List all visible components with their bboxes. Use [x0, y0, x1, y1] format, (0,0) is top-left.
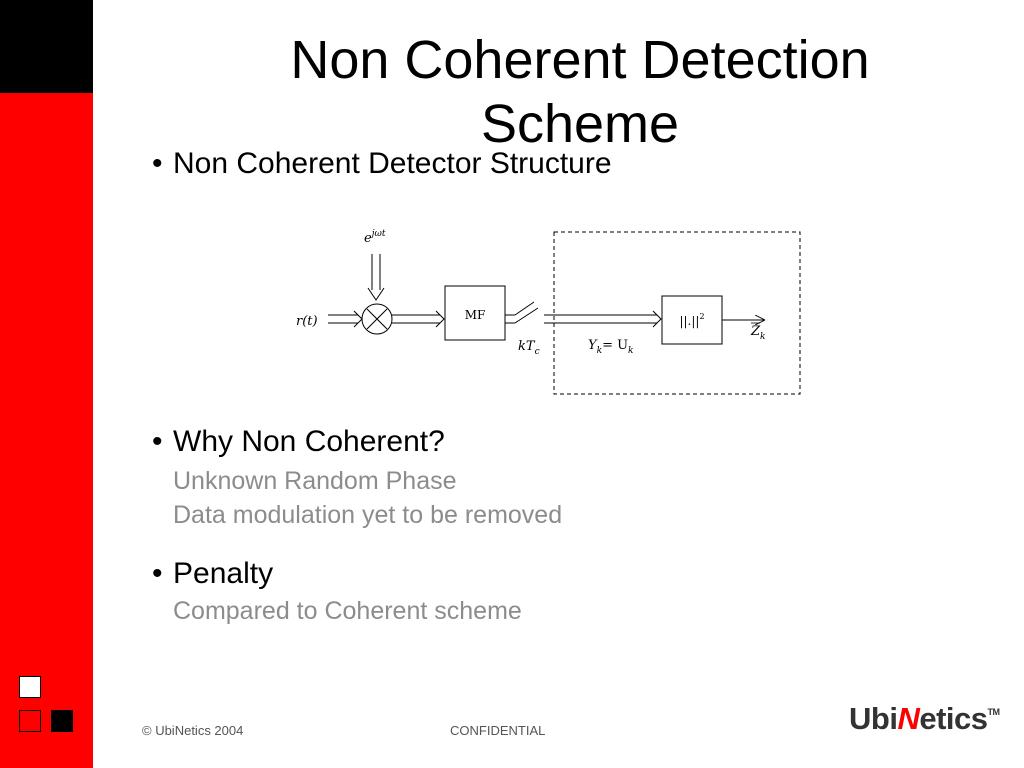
output-label: Zk — [750, 322, 766, 342]
mixer-to-mf-arrow — [392, 310, 445, 328]
bullet-why-non-coherent: •Why Non Coherent? — [152, 425, 445, 458]
decor-square-red — [19, 710, 41, 732]
signal-label: Yk= Uk — [588, 338, 634, 356]
sub-compared-coherent: Compared to Coherent scheme — [173, 597, 522, 625]
svg-text:Zk: Zk — [750, 324, 766, 342]
detector-block-diagram: ejωt r(t) MF kTc Yk= Uk || — [296, 229, 801, 395]
bullet-dot: • — [152, 147, 163, 180]
footer-confidential: CONFIDENTIAL — [450, 723, 546, 738]
oscillator-label: ejωt — [364, 229, 386, 246]
decor-square-black — [51, 710, 73, 732]
slide-title: Non Coherent Detection Scheme — [290, 30, 870, 154]
sidebar-red-bar — [0, 93, 93, 768]
matched-filter-label: MF — [465, 308, 486, 322]
multiplier-symbol — [361, 303, 393, 335]
sidebar-black-block — [0, 0, 93, 93]
squared-norm-label: ||.||2 — [679, 312, 704, 328]
bullet-dot: • — [152, 425, 163, 458]
input-label: r(t) — [296, 314, 318, 329]
bullet-dot: • — [152, 557, 163, 590]
matched-filter-block — [444, 285, 506, 341]
sub-data-modulation: Data modulation yet to be removed — [173, 501, 563, 529]
oscillator-arrow — [367, 254, 385, 301]
bullet-detector-structure: •Non Coherent Detector Structure — [152, 147, 612, 180]
sub-unknown-phase: Unknown Random Phase — [173, 467, 457, 495]
sampler-switch — [505, 301, 539, 324]
sampler-to-norm-arrow — [544, 310, 662, 328]
input-arrow — [328, 310, 363, 328]
sampler-label: kTc — [518, 339, 540, 357]
ubinetics-logo: UbiNeticsTM — [849, 701, 1000, 736]
bullet-penalty: •Penalty — [152, 557, 274, 590]
dashed-region — [553, 231, 801, 395]
decor-square-white — [19, 676, 41, 698]
footer-copyright: © UbiNetics 2004 — [142, 723, 244, 738]
